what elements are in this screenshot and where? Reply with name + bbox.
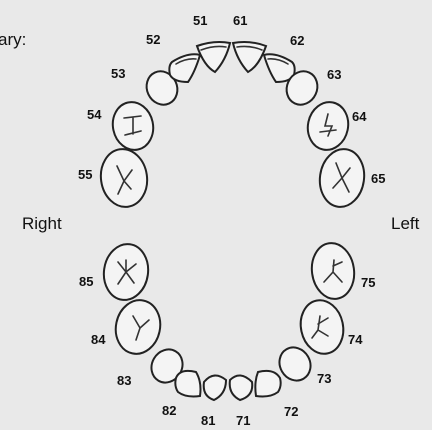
label-61: 61 xyxy=(233,13,247,28)
tooth-72[interactable] xyxy=(255,371,280,397)
tooth-84[interactable] xyxy=(111,296,165,358)
label-82: 82 xyxy=(162,403,176,418)
label-84: 84 xyxy=(91,332,106,347)
label-75: 75 xyxy=(361,275,375,290)
tooth-74[interactable] xyxy=(296,296,348,358)
label-65: 65 xyxy=(371,171,385,186)
label-74: 74 xyxy=(348,332,363,347)
label-85: 85 xyxy=(79,274,93,289)
tooth-71[interactable] xyxy=(230,375,253,400)
label-52: 52 xyxy=(146,32,160,47)
label-64: 64 xyxy=(352,109,367,124)
label-62: 62 xyxy=(290,33,304,48)
tooth-81[interactable] xyxy=(204,375,226,400)
label-55: 55 xyxy=(78,167,92,182)
label-73: 73 xyxy=(317,371,331,386)
tooth-55[interactable] xyxy=(97,146,151,210)
label-71: 71 xyxy=(236,413,250,428)
label-54: 54 xyxy=(87,107,102,122)
label-53: 53 xyxy=(111,66,125,81)
label-63: 63 xyxy=(327,67,341,82)
label-81: 81 xyxy=(201,413,215,428)
label-51: 51 xyxy=(193,13,207,28)
label-72: 72 xyxy=(284,404,298,419)
tooth-82[interactable] xyxy=(175,371,200,397)
label-83: 83 xyxy=(117,373,131,388)
